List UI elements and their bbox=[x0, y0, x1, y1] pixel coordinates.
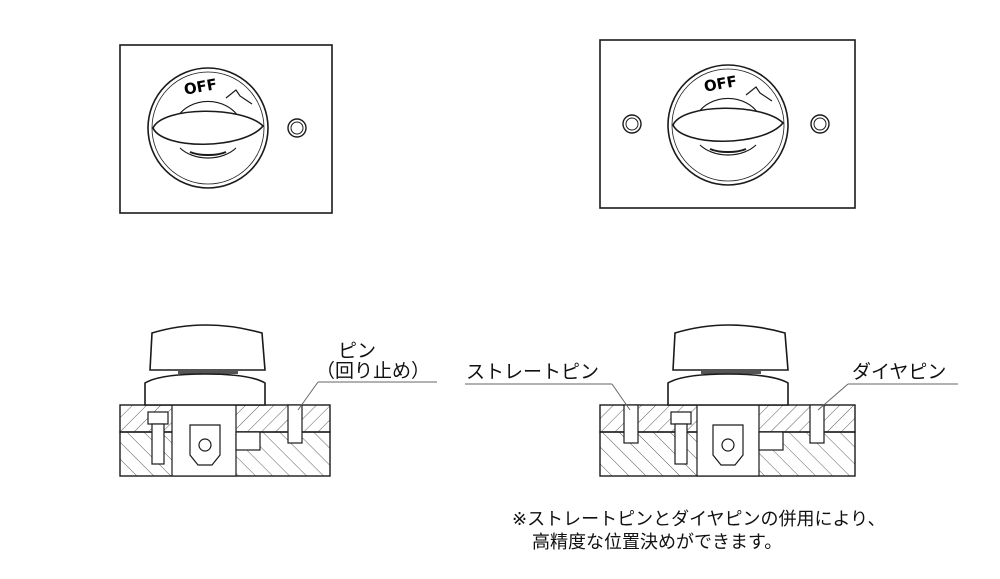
dial-off-text-right: OFF bbox=[703, 72, 739, 96]
note-line-2: 高精度な位置決めができます。 bbox=[532, 532, 783, 553]
note-line-1: ※ストレートピンとダイヤピンの併用により、 bbox=[512, 509, 886, 530]
label-straight-pin: ストレートピン bbox=[466, 361, 600, 383]
section-view-right bbox=[465, 324, 958, 477]
label-pin-note: （回り止め） bbox=[316, 360, 431, 382]
dial-off-text: OFF bbox=[183, 75, 219, 99]
straight-pin-hole-icon bbox=[622, 114, 642, 134]
top-view-left bbox=[119, 44, 333, 214]
pin-hole-icon bbox=[287, 118, 307, 138]
label-pin: ピン bbox=[338, 340, 377, 362]
section-view-left bbox=[119, 324, 437, 477]
label-diamond-pin: ダイヤピン bbox=[852, 361, 947, 383]
diamond-pin-hole-icon bbox=[810, 114, 830, 134]
top-view-right bbox=[599, 39, 856, 209]
